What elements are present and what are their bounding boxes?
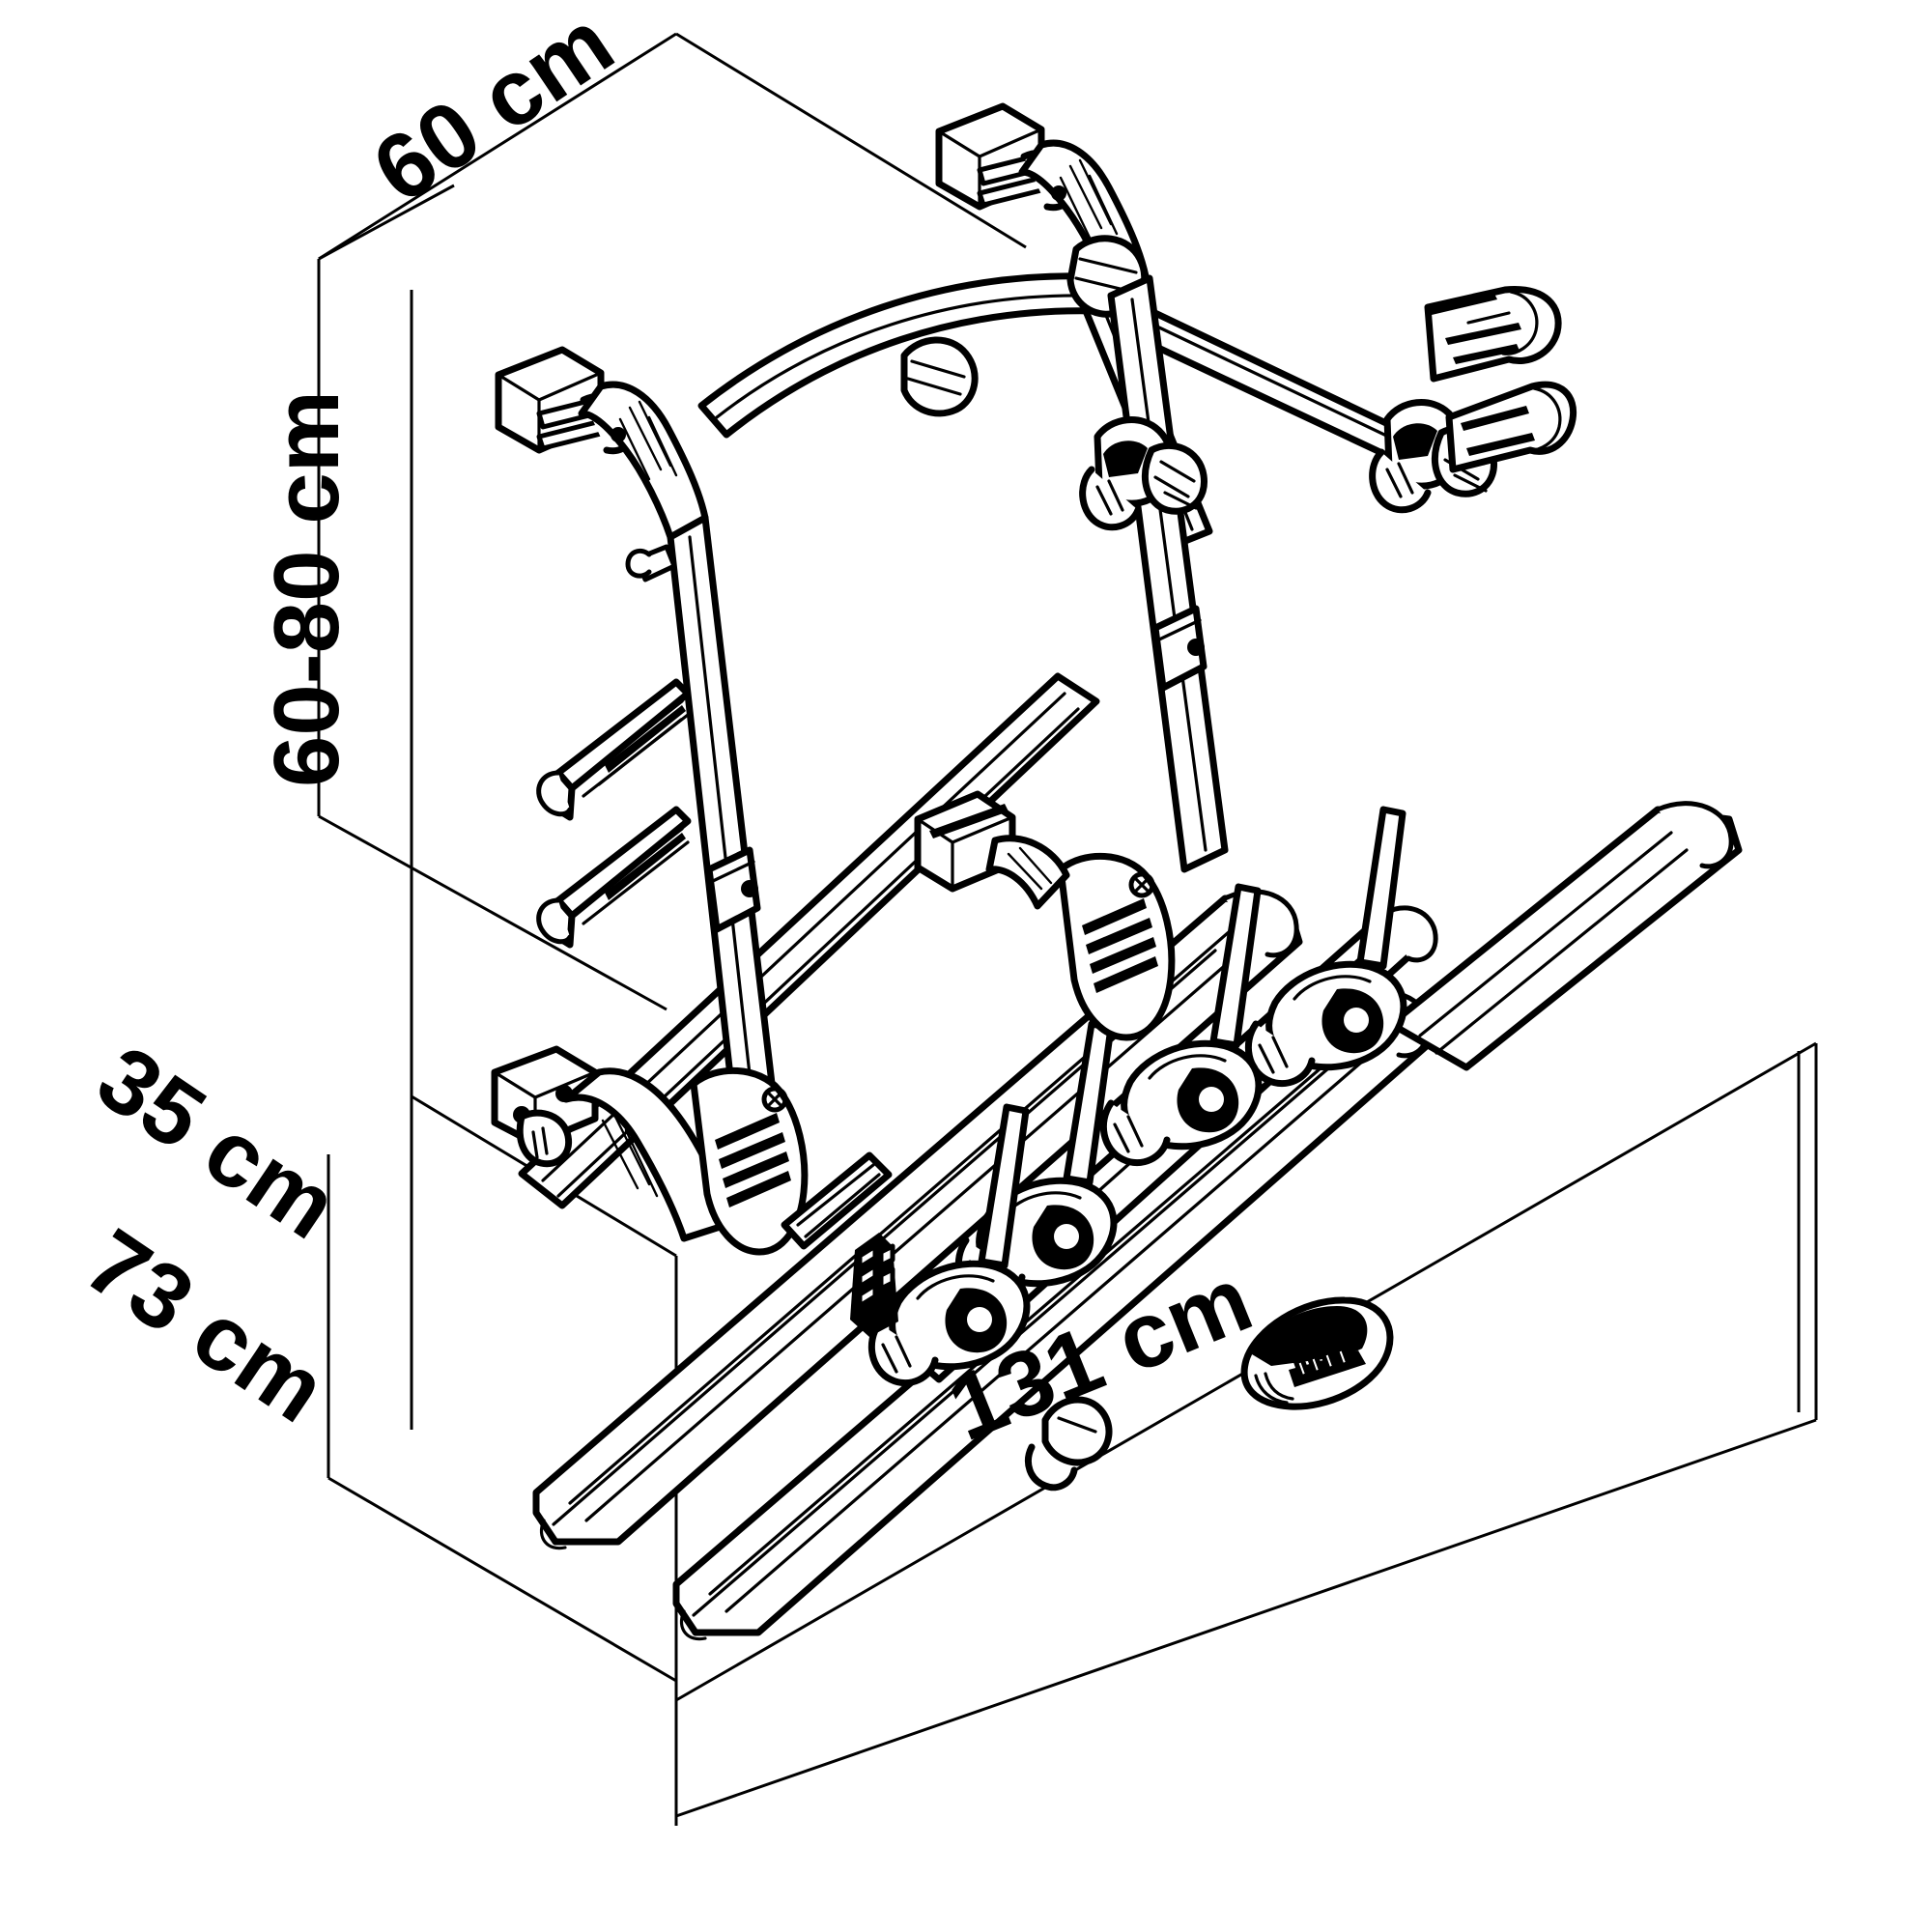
frame-clamp-rail-rear bbox=[1244, 806, 1407, 1088]
wheel-rail-right-tip bbox=[1387, 801, 1743, 1071]
dimension-label-height-range: 60-80 cm bbox=[255, 390, 358, 787]
rail-strap-clip bbox=[1025, 1396, 1113, 1492]
frame-clamp-center-upper bbox=[1079, 416, 1208, 531]
frame-clamp-rail-left bbox=[867, 1103, 1031, 1387]
frame-clamp-rail-mid bbox=[1099, 883, 1263, 1167]
rail-profile-detail-upper bbox=[536, 678, 692, 821]
cross-tube-upper-main bbox=[697, 272, 1101, 439]
tube-joint-collar-center bbox=[900, 336, 979, 417]
upper-arm-left bbox=[578, 381, 709, 541]
arm-connector-left bbox=[690, 1066, 809, 1256]
rail-connector-stub bbox=[781, 1151, 893, 1250]
dimension-lines bbox=[317, 32, 1818, 1826]
bike-carrier-assembly bbox=[491, 102, 1743, 1641]
wall-bracket-lower-left bbox=[491, 1045, 599, 1168]
rail-end-cap-detail bbox=[1424, 286, 1562, 383]
wheel-ratchet-strap bbox=[850, 1233, 898, 1337]
telescoping-leg-left bbox=[625, 514, 777, 1115]
lock-barrel-with-logo bbox=[1240, 1296, 1394, 1410]
thule-logo-mark bbox=[1293, 1345, 1351, 1380]
rail-profile-detail-lower bbox=[536, 806, 692, 949]
arm-connector-right bbox=[985, 835, 1176, 1041]
frame-clamp-right-upper bbox=[1369, 381, 1577, 514]
